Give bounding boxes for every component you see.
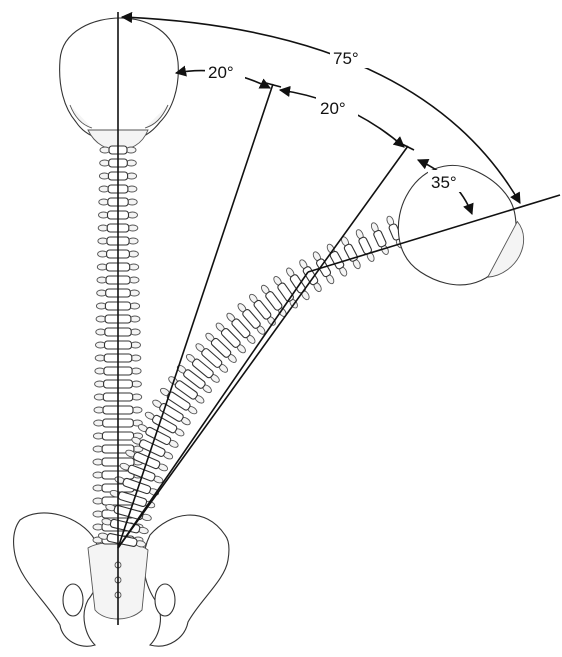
middle-third-line <box>118 146 408 548</box>
flexed-spine-axis <box>118 272 308 548</box>
label-upper-angle: 20° <box>208 63 234 82</box>
pelvis <box>14 513 229 646</box>
upright-skull <box>60 18 179 150</box>
label-total-angle: 75° <box>333 49 359 68</box>
label-head-angle: 35° <box>431 173 457 192</box>
flexed-spine <box>98 215 406 549</box>
label-middle-angle: 20° <box>320 99 346 118</box>
